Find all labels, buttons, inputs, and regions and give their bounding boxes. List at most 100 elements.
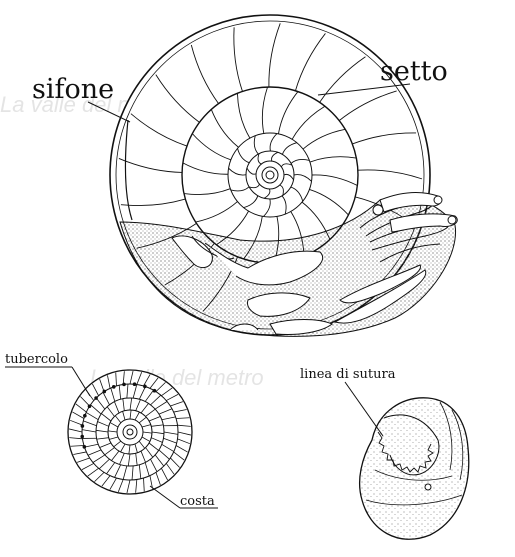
septum (281, 142, 297, 155)
rib (84, 443, 99, 448)
rib (129, 370, 134, 385)
rib (142, 431, 153, 434)
tubercle (82, 445, 87, 449)
septum (228, 167, 247, 176)
rib (94, 472, 105, 482)
rib (134, 443, 138, 453)
rib (109, 436, 119, 440)
rib (90, 404, 102, 415)
label-setto: setto (380, 56, 448, 87)
rib (148, 416, 161, 422)
rib (143, 478, 145, 492)
tubercle (102, 389, 107, 394)
rib (87, 449, 102, 456)
rib (126, 479, 131, 494)
septum (293, 174, 312, 182)
rib (107, 430, 118, 433)
tubercle (87, 404, 92, 409)
septum (263, 188, 271, 199)
tentacles (372, 192, 458, 233)
rib (73, 451, 87, 455)
rib (70, 445, 84, 447)
septum (302, 128, 346, 150)
septum (268, 23, 281, 88)
left-whorl (126, 428, 134, 436)
rib (109, 422, 119, 428)
septum (280, 163, 292, 168)
rib (151, 424, 164, 427)
septum (210, 109, 239, 148)
rib (144, 462, 150, 477)
rib (76, 457, 90, 463)
rib (154, 401, 168, 410)
siphon-line (124, 119, 133, 221)
septum (182, 162, 229, 175)
rib (161, 468, 168, 481)
rib (69, 437, 83, 440)
rib (145, 447, 154, 458)
rib (165, 463, 175, 475)
septum (118, 158, 183, 173)
rib (99, 378, 105, 392)
tubercle (80, 424, 85, 428)
rib (132, 384, 138, 399)
septum (237, 148, 250, 164)
septum (319, 56, 366, 103)
rib (154, 454, 165, 467)
rib (118, 385, 122, 400)
rib (92, 454, 106, 463)
septum (263, 198, 271, 217)
septum (243, 216, 263, 260)
rib (136, 371, 143, 385)
tubercle (152, 388, 157, 393)
rib (143, 374, 151, 387)
rib (161, 443, 175, 452)
rib (129, 409, 132, 420)
septum (278, 91, 299, 134)
rib (158, 408, 173, 415)
rib (138, 440, 146, 449)
ornamented-ammonite (67, 369, 193, 495)
tubercle (132, 382, 137, 387)
rib (96, 437, 109, 440)
rib (173, 409, 187, 413)
rib (166, 394, 179, 401)
septum (130, 113, 188, 147)
septum (357, 169, 423, 180)
rib (75, 403, 87, 413)
septum (279, 184, 284, 196)
rib (107, 375, 111, 389)
septum (290, 158, 310, 164)
septum (155, 74, 200, 123)
tubercle (80, 434, 85, 439)
rib (95, 397, 106, 410)
rib (151, 437, 163, 443)
septum (295, 33, 326, 91)
rib (173, 451, 185, 461)
septum (309, 189, 349, 216)
leader-tubercolo (71, 366, 91, 397)
rib (138, 386, 146, 400)
rib (170, 401, 184, 407)
rib (127, 453, 131, 467)
septum (216, 210, 249, 246)
suture-line-pattern (377, 431, 434, 473)
septum (291, 105, 326, 140)
rib (113, 440, 122, 448)
rib (163, 437, 177, 444)
rib (175, 445, 188, 453)
septum (257, 153, 262, 165)
rib (163, 431, 179, 435)
rib (85, 412, 99, 421)
rib (150, 458, 158, 472)
rib (120, 443, 126, 453)
rib (87, 467, 99, 477)
rib (128, 444, 131, 455)
tubercle (83, 413, 87, 418)
rib (114, 401, 120, 414)
rib (68, 428, 83, 433)
label-sifone: sifone (32, 74, 114, 105)
rib (95, 429, 109, 433)
septum (236, 93, 251, 139)
